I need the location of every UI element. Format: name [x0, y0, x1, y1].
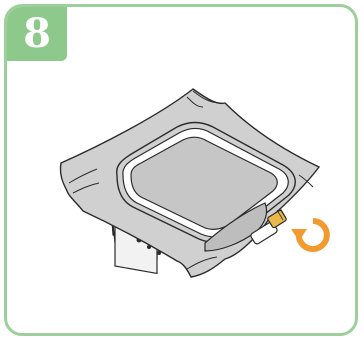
clockwise-arrow-icon [291, 221, 327, 249]
hoop-illustration [7, 7, 358, 336]
step-panel: 8 [4, 4, 358, 336]
